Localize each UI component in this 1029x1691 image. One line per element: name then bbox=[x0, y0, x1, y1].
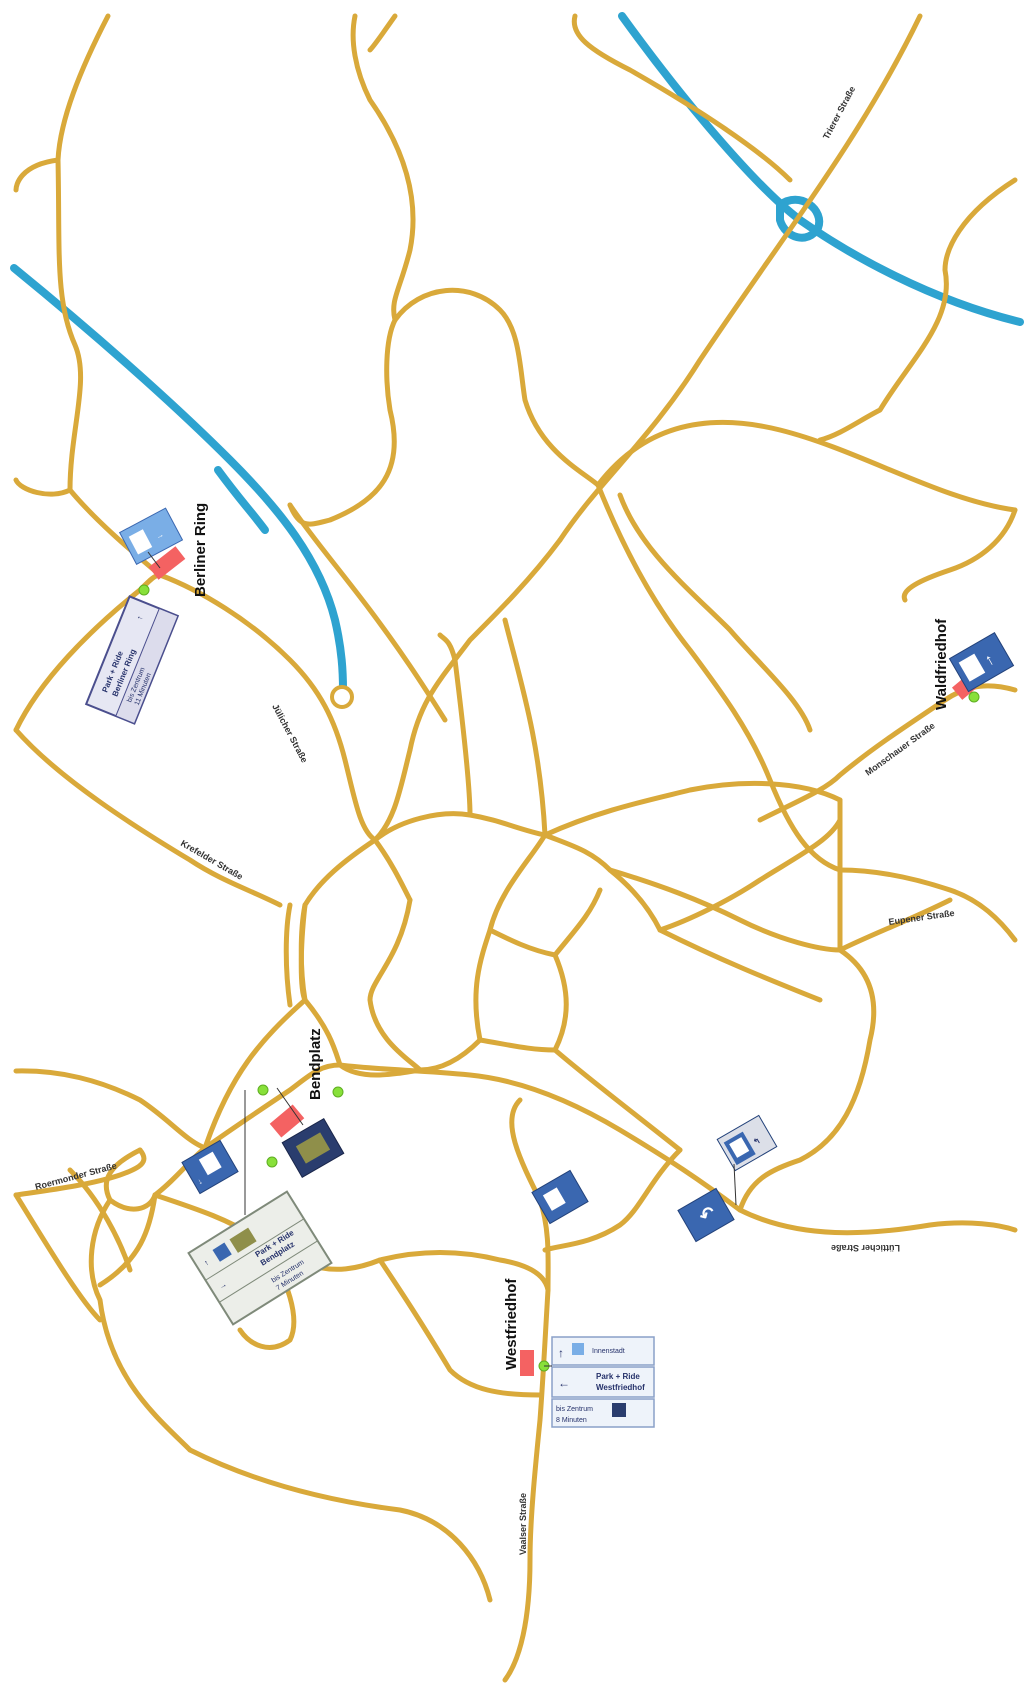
bus-stop-berliner-ring[interactable] bbox=[138, 584, 150, 596]
arrow-left-icon: ← bbox=[558, 1376, 570, 1390]
road-layer bbox=[13, 13, 1018, 1683]
sign-waldfriedhof: ↑ bbox=[948, 631, 1015, 693]
arrow-icon: ↑ bbox=[135, 614, 145, 621]
sign-westfriedhof-line5: 8 Minuten bbox=[556, 1417, 587, 1424]
signs-layer: → Park + Ride Berliner Ring bis Zentrum … bbox=[84, 507, 1015, 1428]
turn-icon: ↰ bbox=[752, 1136, 762, 1147]
bus-stop-waldfriedhof[interactable] bbox=[968, 691, 980, 703]
label-westfriedhof: Westfriedhof bbox=[503, 1278, 520, 1370]
highway-northwest-branch bbox=[214, 466, 269, 534]
bus-stop-bendplatz-1[interactable] bbox=[257, 1084, 269, 1096]
sign-bendplatz-map bbox=[281, 1117, 345, 1179]
place-labels: Berliner Ring Bendplatz Westfriedhof Wal… bbox=[192, 503, 950, 1370]
street-eupener: Eupener Straße bbox=[888, 908, 955, 927]
sign-luetticher-3: ↰ bbox=[716, 1114, 778, 1172]
sign-westfriedhof-line4: bis Zentrum bbox=[556, 1406, 593, 1413]
sign-luetticher-2: ↶ bbox=[677, 1187, 735, 1243]
street-juelicher: Jülicher Straße bbox=[270, 702, 309, 764]
sign-westfriedhof-line3: Westfriedhof bbox=[596, 1383, 645, 1392]
sign-bendplatz: ↑ → Park + Ride Bendplatz bis Zentrum 7 … bbox=[187, 1190, 333, 1326]
highway-northwest bbox=[10, 264, 347, 694]
street-luetticher: Lütticher Straße bbox=[831, 1243, 900, 1253]
pr-marker-berliner-ring[interactable] bbox=[148, 546, 186, 580]
sign-westfriedhof-line2: Park + Ride bbox=[596, 1372, 640, 1381]
highway-layer bbox=[10, 12, 1024, 709]
highway-northeast-loop bbox=[776, 195, 824, 242]
highway-end-roundabout bbox=[330, 685, 354, 709]
arrow-down-icon: ↓ bbox=[196, 1177, 204, 1187]
bus-stop-bendplatz-2[interactable] bbox=[332, 1086, 344, 1098]
svg-text:→: → bbox=[154, 530, 165, 542]
label-bendplatz: Bendplatz bbox=[307, 1028, 324, 1100]
sign-berliner-ring: Park + Ride Berliner Ring bis Zentrum 11… bbox=[84, 595, 180, 725]
sign-westfriedhof: ↑ Innenstadt ← Park + Ride Westfriedhof … bbox=[551, 1336, 655, 1428]
bus-stops bbox=[138, 584, 980, 1372]
pr-marker-westfriedhof[interactable] bbox=[520, 1350, 534, 1376]
arrow-up-icon: ↑ bbox=[558, 1346, 564, 1360]
sign-berliner-ring-small: → bbox=[118, 507, 184, 566]
pr-marker-bendplatz[interactable] bbox=[269, 1104, 305, 1138]
bus-stop-bendplatz-3[interactable] bbox=[266, 1156, 278, 1168]
sign-luetticher-1 bbox=[531, 1169, 589, 1225]
street-vaalser: Vaalser Straße bbox=[518, 1493, 528, 1555]
street-trierer: Trierer Straße bbox=[821, 85, 857, 141]
sign-bendplatz-left: ↓ bbox=[181, 1139, 239, 1195]
label-berliner-ring: Berliner Ring bbox=[192, 503, 209, 597]
arrow-right-icon: → bbox=[217, 1279, 229, 1291]
sign-westfriedhof-line1: Innenstadt bbox=[592, 1348, 625, 1355]
arrow-up-icon: ↑ bbox=[202, 1258, 210, 1268]
label-waldfriedhof: Waldfriedhof bbox=[933, 618, 950, 710]
highway-northeast bbox=[618, 12, 1024, 326]
